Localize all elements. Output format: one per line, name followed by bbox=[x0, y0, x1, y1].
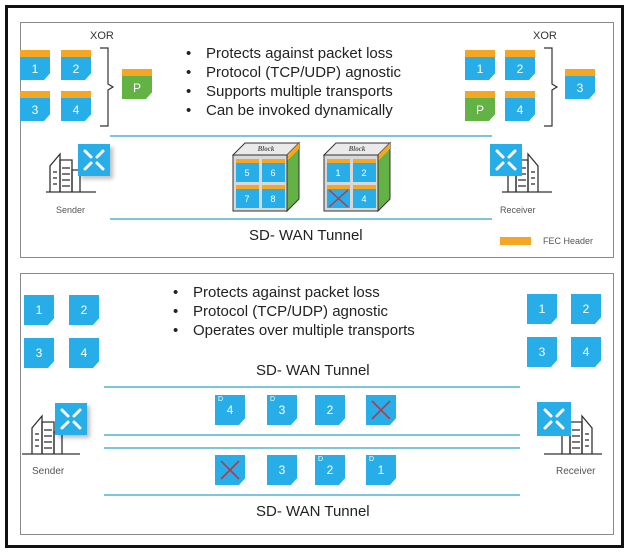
receiver-label: Receiver bbox=[556, 466, 596, 477]
parity-packet: P bbox=[122, 69, 152, 99]
receiver-label: Receiver bbox=[500, 205, 536, 215]
parity-packet: P bbox=[465, 91, 495, 121]
packet: 2 bbox=[69, 295, 99, 325]
tunnel-line bbox=[104, 494, 520, 496]
packet: 1 bbox=[527, 294, 557, 324]
lost-packet bbox=[215, 455, 245, 485]
feature-item: Operates over multiple transports bbox=[171, 321, 415, 340]
feature-item: Supports multiple transports bbox=[184, 82, 401, 101]
packet: 4 bbox=[505, 91, 535, 121]
block-packets: 1 2 4 bbox=[327, 159, 376, 208]
fec-block-1: Block 5 6 7 8 bbox=[231, 141, 301, 213]
packet: 3 bbox=[24, 338, 54, 368]
packet: 4 bbox=[571, 337, 601, 367]
tunnel-line bbox=[104, 447, 520, 449]
tunnel-label-top: SD- WAN Tunnel bbox=[256, 362, 370, 379]
packet: 4 bbox=[61, 91, 91, 121]
block-label: Block bbox=[257, 145, 275, 153]
sender-building-icon bbox=[46, 152, 96, 193]
router-icon bbox=[490, 144, 522, 176]
fec-feature-list: Protects against packet loss Protocol (T… bbox=[184, 44, 401, 120]
lost-packet-x-icon bbox=[371, 400, 391, 420]
receiver-building-icon bbox=[544, 414, 602, 455]
sender-label: Sender bbox=[56, 205, 86, 215]
feature-item: Protocol (TCP/UDP) agnostic bbox=[184, 63, 401, 82]
feature-item: Protocol (TCP/UDP) agnostic bbox=[171, 302, 415, 321]
packet: 1 bbox=[24, 295, 54, 325]
svg-text:5: 5 bbox=[244, 168, 249, 178]
packet: 1 bbox=[20, 50, 50, 80]
figure-frame bbox=[5, 5, 624, 548]
xor-bracket bbox=[544, 47, 559, 127]
tunnel-line bbox=[104, 386, 520, 388]
recovered-packet: 3 bbox=[565, 69, 595, 99]
packet: 2 bbox=[505, 50, 535, 80]
xor-bracket bbox=[100, 47, 115, 127]
fec-header-legend-label: FEC Header bbox=[543, 236, 594, 246]
svg-text:8: 8 bbox=[270, 194, 275, 204]
packet: 2 bbox=[571, 294, 601, 324]
sender-building-icon bbox=[22, 414, 80, 455]
lost-packet-x-icon bbox=[220, 460, 240, 480]
feature-item: Protects against packet loss bbox=[184, 44, 401, 63]
tunnel-line bbox=[104, 434, 520, 436]
sender-label: Sender bbox=[32, 466, 65, 477]
block-label: Block bbox=[348, 145, 366, 153]
packet: 4 bbox=[69, 338, 99, 368]
router-icon bbox=[55, 403, 87, 435]
fec-block-2: Block 1 2 4 bbox=[322, 141, 392, 213]
lost-packet bbox=[366, 395, 396, 425]
receiver-building-icon bbox=[502, 152, 552, 193]
svg-text:7: 7 bbox=[244, 194, 249, 204]
svg-text:1: 1 bbox=[335, 168, 340, 178]
router-icon bbox=[537, 402, 571, 436]
tunnel-line bbox=[110, 218, 492, 220]
fec-header-legend-swatch bbox=[500, 237, 531, 245]
lost-packet-x-icon bbox=[328, 189, 349, 208]
packet: 3 bbox=[20, 91, 50, 121]
receiver-xor-label: XOR bbox=[533, 30, 557, 42]
sender-xor-label: XOR bbox=[90, 30, 114, 42]
block-packets: 5 6 7 8 bbox=[236, 159, 285, 208]
feature-item: Can be invoked dynamically bbox=[184, 101, 401, 120]
router-icon bbox=[78, 144, 110, 176]
packet: 1 bbox=[465, 50, 495, 80]
feature-item: Protects against packet loss bbox=[171, 283, 415, 302]
svg-text:4: 4 bbox=[361, 194, 366, 204]
packet: 2 bbox=[315, 395, 345, 425]
tunnel-label-bottom: SD- WAN Tunnel bbox=[256, 503, 370, 520]
svg-text:2: 2 bbox=[361, 168, 366, 178]
tunnel-label: SD- WAN Tunnel bbox=[249, 227, 363, 244]
packet: 3 bbox=[527, 337, 557, 367]
packet: 2 bbox=[61, 50, 91, 80]
duplication-feature-list: Protects against packet loss Protocol (T… bbox=[171, 283, 415, 340]
svg-text:6: 6 bbox=[270, 168, 275, 178]
packet: 3 bbox=[267, 455, 297, 485]
tunnel-line bbox=[110, 135, 492, 137]
